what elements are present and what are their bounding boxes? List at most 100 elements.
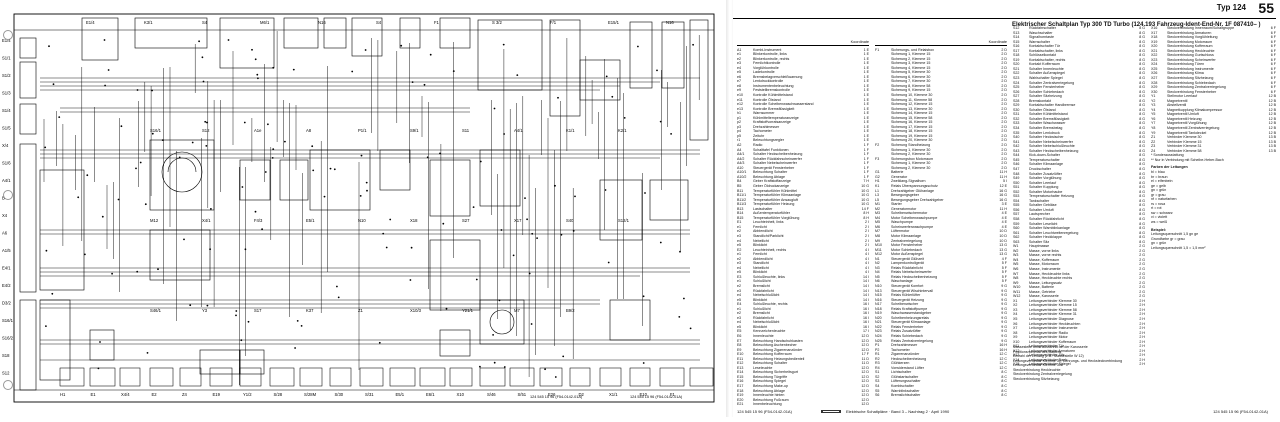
legend-coord: 9 G	[1001, 320, 1007, 325]
legend-coord: 11 D	[861, 361, 869, 366]
legend-coord: 5 F	[1001, 261, 1007, 266]
legend-desc: Drehzahlmesser	[891, 343, 918, 348]
component-label: X10/3	[410, 308, 422, 313]
legend-desc: Generator	[891, 174, 908, 179]
column-header: Koordinate	[737, 40, 869, 46]
legend-code: A4/2	[737, 156, 745, 161]
legend-desc: Kombi-Instrument	[753, 47, 782, 52]
legend-code: e1	[737, 224, 741, 229]
legend-code: M4	[875, 215, 880, 220]
component-label: N16	[666, 20, 674, 25]
legend-coord: 12 D	[861, 393, 869, 398]
legend-desc: Warnblinkschalter	[891, 388, 920, 393]
legend-coord: 14 I	[863, 297, 869, 302]
legend-desc: Sicherung 18, Klemme 15	[891, 129, 933, 134]
component-label: F1	[670, 392, 676, 397]
legend-desc: Rückfahrlicht	[753, 315, 774, 320]
component-label: S46/1	[150, 308, 162, 313]
legend-code: W2	[1013, 248, 1019, 253]
legend-coord: 2 D	[1001, 165, 1007, 170]
legend-coord: 9 G	[1001, 338, 1007, 343]
legend-coord: 8 G	[1139, 48, 1145, 53]
legend-desc: Verbinder Klemme 15	[1167, 139, 1202, 144]
legend-desc: Innenleuchte hinten	[753, 393, 785, 398]
legend-desc: Schalter Kupplung	[1029, 185, 1059, 190]
legend-coord: 2 G	[1139, 262, 1145, 267]
legend-desc: Beleuchtung Türgriffe	[753, 374, 788, 379]
legend-code: e1	[737, 279, 741, 284]
legend-coord: 8 G	[1139, 130, 1145, 135]
component-label: D2	[579, 392, 585, 397]
legend-coord: 8 G	[1139, 144, 1145, 149]
legend-code: S53	[1013, 194, 1020, 199]
legend-desc: Steckverbindung Klima	[1167, 71, 1204, 76]
legend-code: X27	[1151, 76, 1158, 81]
legend-desc: Schlüsselkontakt	[1029, 53, 1056, 58]
component-label: M12	[150, 218, 159, 223]
legend-coord: 5 F	[1001, 279, 1007, 284]
legend-desc: Motor Klimaanlage	[891, 233, 921, 238]
legend-desc: Bremslichtschalter	[891, 393, 921, 398]
component-label: B9/2	[566, 308, 575, 313]
legend-desc: Leitungsverbinder Tür	[1029, 344, 1064, 349]
legend-desc: Steckverbindung Motorraum	[1167, 39, 1213, 44]
legend-desc: Sicherung 17, Klemme 15	[891, 124, 933, 129]
legend-coord: 1 E	[863, 70, 869, 75]
legend-desc: Steckverbindung Innenraum/Schaltgruppe	[1167, 26, 1235, 30]
legend-desc: Schalter Außenspiegel	[1029, 71, 1065, 76]
legend-coord: 12 B	[1268, 130, 1276, 135]
legend-line: Steckverbindung Zentralverriegelung	[1013, 372, 1072, 377]
header-rule	[733, 18, 1276, 19]
legend-coord: 2 H	[1139, 312, 1145, 317]
legend-desc: Wahlschalter Spiegel	[1029, 76, 1063, 81]
legend-code: E4	[737, 302, 742, 307]
component-label: S1/5	[2, 126, 11, 131]
legend-coord: 2 D	[1001, 156, 1007, 161]
legend-code: N20	[875, 315, 882, 320]
legend-desc: Abstellventil	[1167, 103, 1187, 108]
legend-code: S51	[1013, 185, 1020, 190]
legend-desc: Signalhorntaste	[1029, 35, 1054, 40]
legend-coord: 8 C	[1001, 379, 1007, 384]
legend-code: S20	[1013, 62, 1020, 67]
legend-coord: 16 I	[863, 311, 869, 316]
legend-desc: Innenleuchte	[753, 334, 774, 338]
legend-code: X23	[1151, 57, 1158, 62]
legend-coord: 16 I	[863, 320, 869, 325]
legend-code: p3	[737, 124, 741, 129]
legend-code: S21	[1013, 66, 1020, 71]
legend-desc: Kontrolle Ölstand	[753, 97, 781, 102]
legend-desc: Geber Öldruckanzeige	[753, 183, 789, 188]
legend-code: e5	[737, 243, 741, 248]
legend-desc: Steckverbindung Sitzheizung	[1167, 76, 1214, 81]
legend-desc: Steckverbindung Heckleuchte	[1167, 48, 1215, 53]
legend-coord: 8 G	[1139, 153, 1145, 158]
legend-code: S58	[1013, 216, 1020, 221]
legend-coord: 9 G	[1001, 302, 1007, 307]
legend-coord: 8 G	[1139, 35, 1145, 40]
legend-code: S63	[1013, 239, 1020, 244]
